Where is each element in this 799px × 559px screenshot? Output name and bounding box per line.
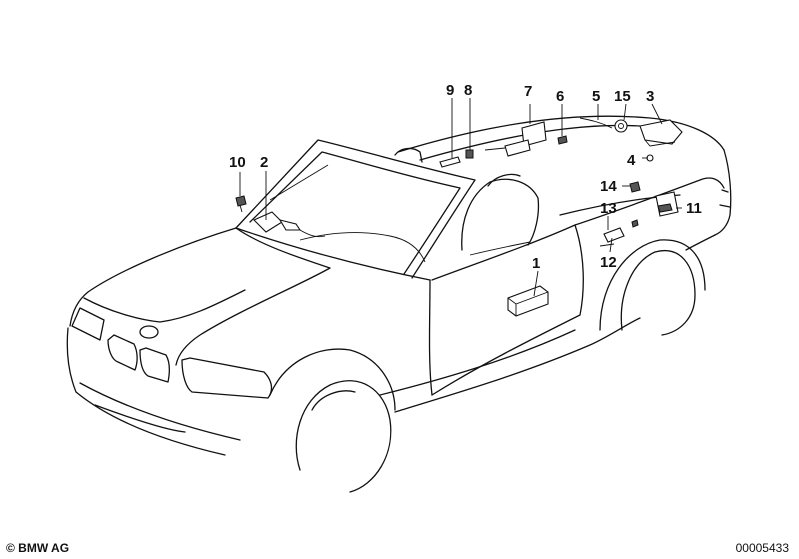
callout-9: 9	[446, 82, 454, 99]
callout-15: 15	[614, 88, 631, 105]
part-2-actuator	[253, 211, 326, 238]
part-15-lock	[614, 119, 628, 133]
callout-1: 1	[532, 255, 540, 272]
callout-6: 6	[556, 88, 564, 105]
callout-11: 11	[686, 200, 702, 217]
part-11-bracket	[655, 191, 679, 217]
part-1-control-unit	[507, 285, 549, 317]
part-12-switch	[599, 227, 625, 247]
callout-10: 10	[229, 154, 246, 171]
image-id-label: 00005433	[735, 541, 789, 555]
callout-14: 14	[600, 178, 617, 195]
part-10-screw	[235, 195, 247, 213]
callout-7: 7	[524, 83, 532, 100]
callout-13: 13	[600, 200, 617, 217]
part-3-latch	[639, 119, 683, 147]
callout-2: 2	[260, 154, 268, 171]
callout-12: 12	[600, 254, 617, 271]
callout-3: 3	[646, 88, 654, 105]
callout-4: 4	[627, 152, 636, 169]
part-6-screw	[557, 135, 568, 145]
part-8-nut	[465, 149, 474, 159]
part-9-pin	[439, 156, 461, 168]
callout-5: 5	[592, 88, 600, 105]
callout-8: 8	[464, 82, 472, 99]
part-13-bolt	[631, 219, 639, 228]
part-7-motor	[484, 121, 547, 157]
car-outline	[66, 115, 732, 493]
part-14-bolt	[629, 181, 641, 193]
part-5-rod	[579, 117, 613, 129]
leader-lines	[239, 98, 682, 297]
copyright-label: © BMW AG	[6, 541, 70, 555]
